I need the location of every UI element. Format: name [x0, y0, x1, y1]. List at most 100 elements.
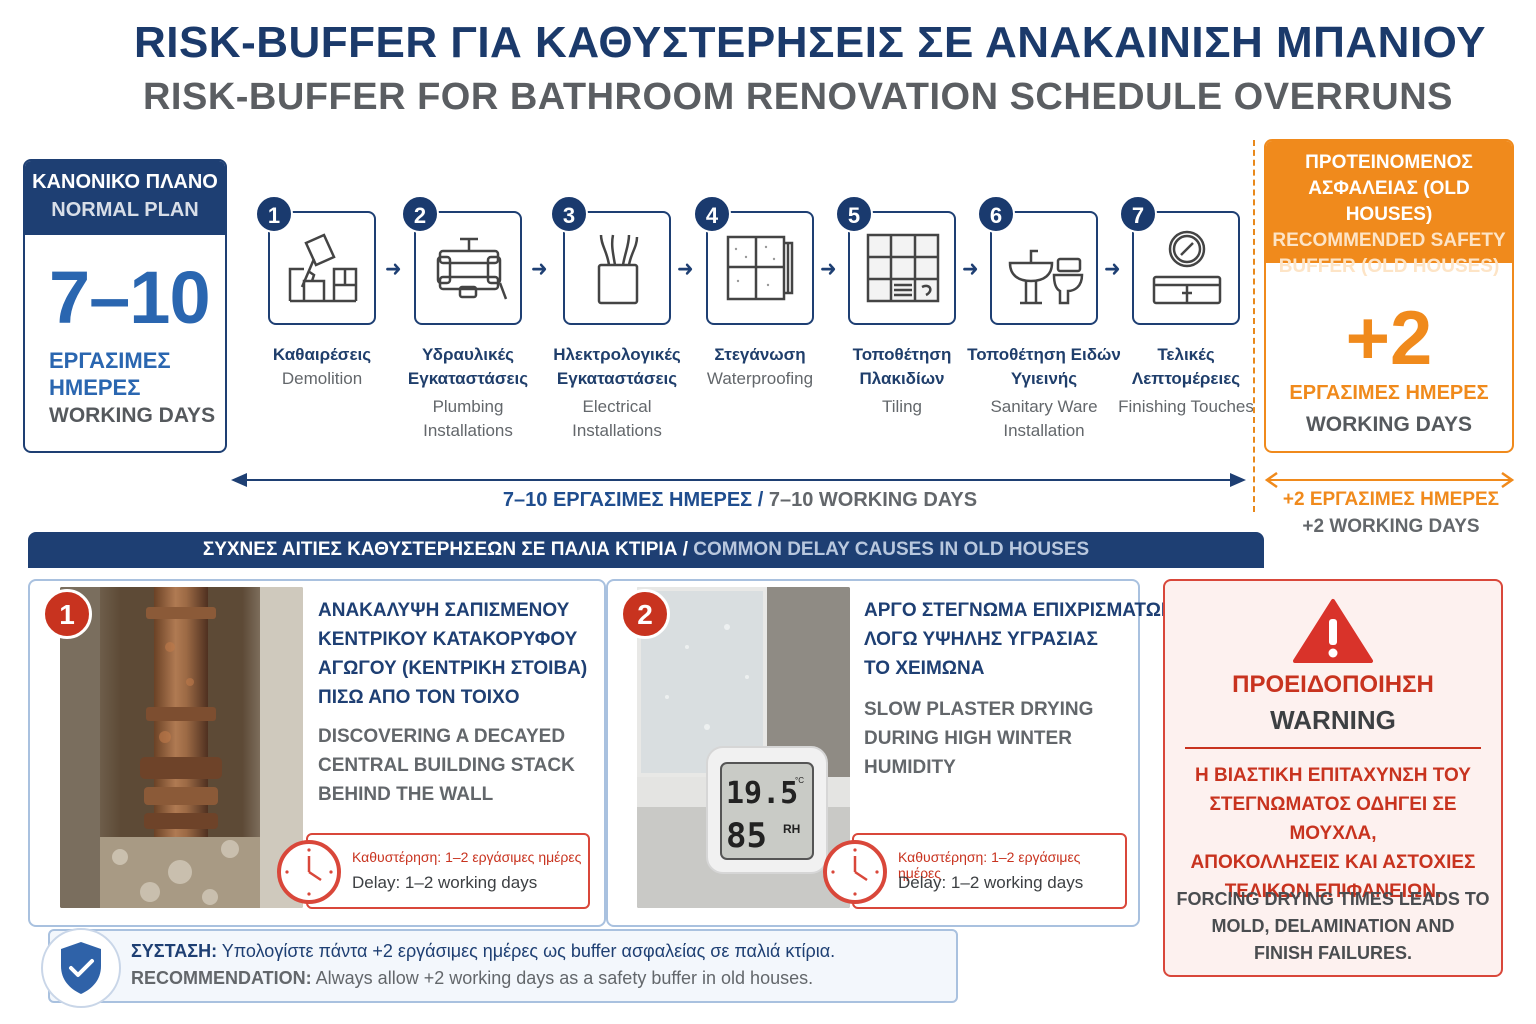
- hygrometer-window-image: 19.5 °C 85 RH: [637, 587, 850, 908]
- recommendation-greek-text: Υπολογίστε πάντα +2 εργάσιμες ημέρες ως …: [217, 941, 836, 961]
- step-1-label-english: Demolition: [281, 369, 363, 388]
- cause-2-english-line1: SLOW PLASTER DRYING: [864, 699, 1094, 720]
- buffer-value: +2: [1345, 296, 1433, 381]
- step-2-label-english: Plumbing Installations: [423, 397, 513, 440]
- clock-icon: [277, 840, 341, 904]
- step-7-label-english: Finishing Touches: [1118, 397, 1254, 416]
- step-7-box: [1132, 211, 1240, 325]
- timeline-caption-greek: 7–10 ΕΡΓΑΣΙΜΕΣ ΗΜΕΡΕΣ: [502, 489, 753, 511]
- step-2-label-greek: Υδραυλικές Εγκαταστάσεις: [407, 345, 529, 388]
- warning-greek-line2: ΣΤΕΓΝΩΜΑΤΟΣ ΟΔΗΓΕΙ ΣΕ ΜΟΥΧΛΑ,: [1209, 794, 1457, 844]
- step-4-box: [706, 211, 814, 325]
- normal-plan-value: 7–10: [49, 256, 211, 339]
- normal-plan-unit-english: WORKING DAYS: [49, 404, 216, 427]
- cause-2-delay-box: Καθυστέρηση: 1–2 εργάσιμες ημέρες Delay:…: [852, 833, 1127, 909]
- buffer-unit-greek: ΕΡΓΑΣΙΜΕΣ ΗΜΕΡΕΣ: [1289, 382, 1489, 404]
- cause-1-delay-greek-label: Καθυστέρηση:: [352, 849, 442, 865]
- safety-buffer-card: ΠΡΟΤΕΙΝΟΜΕΝΟΣ ΑΣΦΑΛΕΙΑΣ (OLD HOUSES) REC…: [1264, 139, 1514, 453]
- recommendation-english: RECOMMENDATION: Always allow +2 working …: [131, 968, 813, 989]
- cause-1-delay-greek-value: 1–2 εργάσιμες ημέρες: [441, 849, 582, 865]
- cause-1-text-english: DISCOVERING A DECAYED CENTRAL BUILDING S…: [318, 722, 575, 809]
- cause-1-badge: 1: [42, 589, 92, 639]
- hygrometer-photo: 19.5 °C 85 RH: [637, 587, 850, 908]
- step-4-badge: 4: [693, 195, 731, 233]
- normal-plan-unit-greek-line1: ΕΡΓΑΣΙΜΕΣ: [49, 348, 171, 373]
- shield-check-icon: [41, 928, 121, 1008]
- timeline-caption-english: 7–10 WORKING DAYS: [768, 489, 978, 511]
- hygrometer-temp-unit: °C: [795, 776, 804, 785]
- cause-1-delay-greek: Καθυστέρηση: 1–2 εργάσιμες ημέρες: [352, 849, 581, 865]
- safety-buffer-header: ΠΡΟΤΕΙΝΟΜΕΝΟΣ ΑΣΦΑΛΕΙΑΣ (OLD HOUSES) REC…: [1266, 141, 1512, 277]
- delay-causes-banner: ΣΥΧΝΕΣ ΑΙΤΙΕΣ ΚΑΘΥΣΤΕΡΗΣΕΩΝ ΣΕ ΠΑΛΙΑ ΚΤΙ…: [28, 532, 1264, 568]
- cause-1-greek-line3: ΑΓΩΓΟΥ (ΚΕΝΤΡΙΚΗ ΣΤΟΙΒΑ): [318, 658, 588, 679]
- buffer-header-english-2: BUFFER (OLD HOUSES): [1278, 256, 1500, 277]
- cause-2-delay-english: Delay: 1–2 working days: [898, 873, 1084, 892]
- cause-2-badge: 2: [620, 589, 670, 639]
- banner-greek: ΣΥΧΝΕΣ ΑΙΤΙΕΣ ΚΑΘΥΣΤΕΡΗΣΕΩΝ ΣΕ ΠΑΛΙΑ ΚΤΙ…: [202, 539, 678, 560]
- normal-plan-header-greek: ΚΑΝΟΝΙΚΟ ΠΛΑΝΟ: [32, 171, 218, 193]
- warning-english-line3: FINISH FAILURES.: [1253, 943, 1412, 963]
- clock-icon: [823, 840, 887, 904]
- cause-2-text-english: SLOW PLASTER DRYING DURING HIGH WINTER H…: [864, 695, 1093, 782]
- decayed-pipe-image: [60, 587, 303, 908]
- timeline-right-arrow-icon: [1230, 473, 1246, 487]
- timeline-caption-separator: /: [752, 489, 769, 511]
- hygrometer-rh-unit: RH: [783, 822, 800, 836]
- step-7-badge: 7: [1119, 195, 1157, 233]
- step-5-label-greek: Τοποθέτηση Πλακιδίων: [852, 345, 952, 388]
- recommendation-english-label: RECOMMENDATION:: [131, 968, 312, 988]
- cause-2-delay-greek-value: 1–2 εργάσιμες ημέρες: [898, 849, 1081, 881]
- step-2-box: [414, 211, 522, 325]
- demolition-icon: [288, 233, 358, 303]
- hygrometer-rh: 85: [726, 816, 767, 856]
- hygrometer-temp: 19.5: [726, 776, 798, 811]
- arrow-4-icon: ➜: [820, 256, 837, 281]
- cause-1-delay-english: Delay: 1–2 working days: [352, 873, 538, 892]
- buffer-unit-english: WORKING DAYS: [1305, 413, 1473, 436]
- cause-1-greek-line2: ΚΕΝΤΡΙΚΟΥ ΚΑΤΑΚΟΡΥΦΟΥ: [318, 629, 578, 650]
- plumbing-pipes-icon: [436, 237, 508, 300]
- step-6-label-english: Sanitary Ware Installation: [990, 397, 1098, 440]
- tiles-icon: [866, 233, 940, 303]
- buffer-header-greek-2: ΑΣΦΑΛΕΙΑΣ (OLD HOUSES): [1308, 178, 1470, 225]
- timeline-left-arrow-icon: [231, 473, 247, 487]
- warning-greek-line4: ΤΕΛΙΚΩΝ ΕΠΙΦΑΝΕΙΩΝ.: [1224, 881, 1442, 902]
- cause-1-text-greek: ΑΝΑΚΑΛΥΨΗ ΣΑΠΙΣΜΕΝΟΥ ΚΕΝΤΡΙΚΟΥ ΚΑΤΑΚΟΡΥΦ…: [318, 596, 587, 712]
- warning-body-english: FORCING DRYING TIMES LEADS TO MOLD, DELA…: [1165, 886, 1501, 967]
- warning-english-line2: MOLD, DELAMINATION AND: [1211, 916, 1455, 936]
- buffer-left-arrow-icon: [1264, 472, 1278, 488]
- step-1-badge: 1: [255, 195, 293, 233]
- cause-2-delay-greek: Καθυστέρηση: 1–2 εργάσιμες ημέρες: [898, 849, 1125, 881]
- step-2-badge: 2: [401, 195, 439, 233]
- cause-1-delay-box: Καθυστέρηση: 1–2 εργάσιμες ημέρες Delay:…: [306, 833, 590, 909]
- cause-2-greek-line2: ΛΟΓΩ ΥΨΗΛΗΣ ΥΓΡΑΣΙΑΣ: [864, 629, 1098, 650]
- buffer-timeline-bar: [1268, 479, 1512, 481]
- cause-1-greek-line1: ΑΝΑΚΑΛΥΨΗ ΣΑΠΙΣΜΕΝΟΥ: [318, 600, 570, 621]
- arrow-3-icon: ➜: [677, 256, 694, 281]
- normal-plan-unit-greek-line2: ΗΜΕΡΕΣ: [49, 375, 141, 400]
- buffer-divider: [1253, 140, 1255, 512]
- recommendation-english-text: Always allow +2 working days as a safety…: [311, 968, 814, 988]
- step-3-box: [563, 211, 671, 325]
- warning-english-line1: FORCING DRYING TIMES LEADS TO: [1176, 889, 1490, 909]
- cause-2-greek-line3: ΤΟ ΧΕΙΜΩΝΑ: [864, 658, 985, 679]
- banner-english: COMMON DELAY CAUSES IN OLD HOUSES: [693, 539, 1090, 560]
- buffer-right-arrow-icon: [1501, 472, 1515, 488]
- step-3-label-greek: Ηλεκτρολογικές Εγκαταστάσεις: [553, 345, 681, 388]
- cause-2-delay-greek-label: Καθυστέρηση:: [898, 849, 988, 865]
- arrow-1-icon: ➜: [385, 256, 402, 281]
- step-6-badge: 6: [977, 195, 1015, 233]
- timeline-caption: 7–10 ΕΡΓΑΣΙΜΕΣ ΗΜΕΡΕΣ / 7–10 WORKING DAY…: [240, 489, 1240, 512]
- cause-2-english-line2: DURING HIGH WINTER: [864, 728, 1072, 749]
- step-3-label-english: Electrical Installations: [572, 397, 662, 440]
- waterproofing-membrane-icon: [726, 235, 794, 301]
- buffer-caption-greek: +2 ΕΡΓΑΣΙΜΕΣ ΗΜΕΡΕΣ: [1282, 489, 1500, 510]
- sink-toilet-icon: [1008, 249, 1084, 305]
- title-english: RISK-BUFFER FOR BATHROOM RENOVATION SCHE…: [142, 76, 1454, 118]
- arrow-5-icon: ➜: [962, 256, 979, 281]
- step-1-box: [268, 211, 376, 325]
- warning-body-greek: Η ΒΙΑΣΤΙΚΗ ΕΠΙΤΑΧΥΝΣΗ ΤΟΥ ΣΤΕΓΝΩΜΑΤΟΣ ΟΔ…: [1165, 761, 1501, 906]
- title-greek: RISK-BUFFER ΓΙΑ ΚΑΘΥΣΤΕΡΗΣΕΙΣ ΣΕ ΑΝΑΚΑΙΝ…: [133, 18, 1487, 67]
- warning-greek-line1: Η ΒΙΑΣΤΙΚΗ ΕΠΙΤΑΧΥΝΣΗ ΤΟΥ: [1195, 765, 1471, 786]
- cause-2-greek-line1: ΑΡΓΟ ΣΤΕΓΝΩΜΑ ΕΠΙΧΡΙΣΜΑΤΩΝ: [864, 600, 1175, 621]
